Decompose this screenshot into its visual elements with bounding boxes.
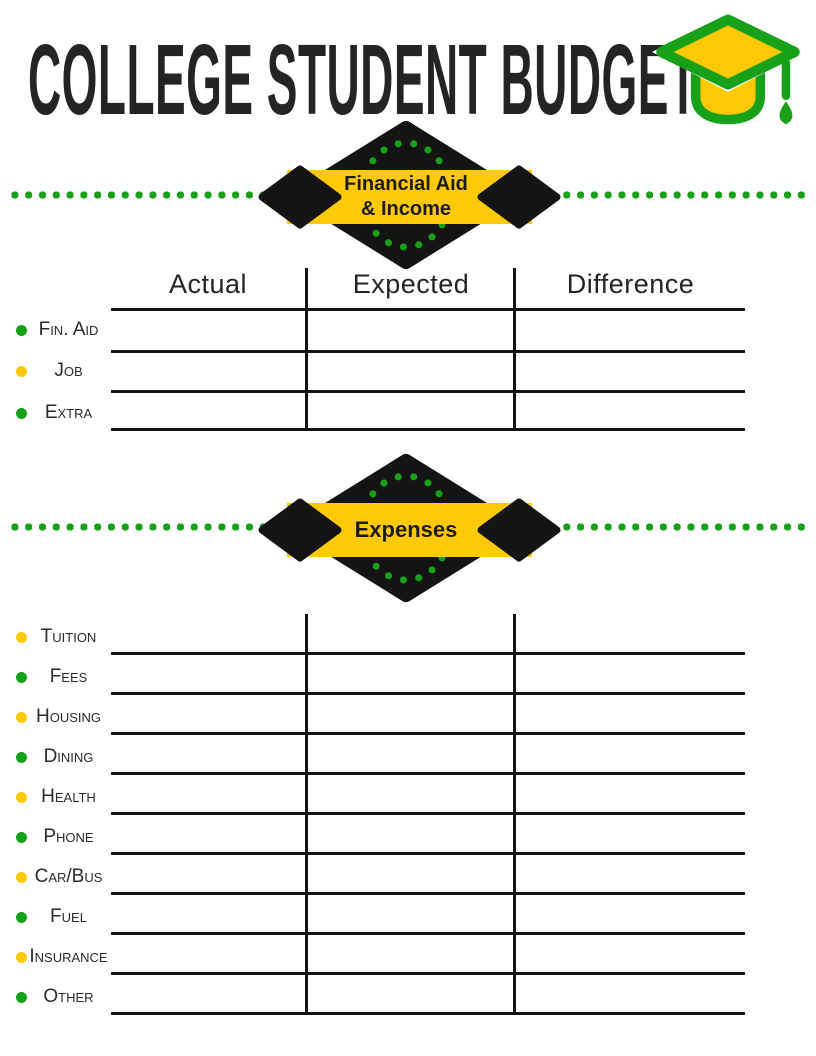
ribbon-tail-right <box>477 498 561 562</box>
bullet-icon <box>16 631 27 643</box>
table-rule-horizontal <box>111 972 745 975</box>
row-label-fin-aid: Fin. Aid <box>8 317 110 343</box>
table-rule-vertical <box>305 268 308 431</box>
bullet-icon <box>16 791 27 803</box>
table-rule-horizontal <box>111 652 745 655</box>
column-header-expected: Expected <box>352 269 470 299</box>
table-rule-horizontal <box>111 852 745 855</box>
bullet-icon <box>16 711 27 723</box>
cap-tassel-drop <box>779 101 793 125</box>
column-header-difference: Difference <box>566 269 695 299</box>
bullet-icon <box>16 871 27 883</box>
bullet-icon <box>16 407 27 419</box>
table-rule-horizontal <box>111 390 745 393</box>
row-label-text: Health <box>41 786 96 807</box>
ribbon-tail-right <box>477 165 561 229</box>
table-rule-horizontal <box>111 308 745 311</box>
row-label-fuel: Fuel <box>8 904 110 930</box>
page-title: COLLEGE STUDENT BUDGET <box>28 24 698 136</box>
column-header-actual: Actual <box>168 269 248 299</box>
banner-line1: Expenses <box>354 516 458 542</box>
row-label-dining: Dining <box>8 744 110 770</box>
row-label-text: Dining <box>43 746 94 767</box>
row-label-text: Fin. Aid <box>38 319 99 340</box>
bullet-icon <box>16 911 27 923</box>
table-rule-horizontal <box>111 932 745 935</box>
row-label-tuition: Tuition <box>8 624 110 650</box>
bullet-icon <box>16 671 27 683</box>
expenses-banner-medallion <box>258 454 561 602</box>
row-label-text: Housing <box>35 706 101 727</box>
row-label-other: Other <box>8 984 110 1010</box>
banner-line2: & Income <box>360 198 452 220</box>
row-label-text: Car/Bus <box>34 866 103 887</box>
row-label-text: Fuel <box>50 906 87 927</box>
table-rule-horizontal <box>111 350 745 353</box>
bullet-icon <box>16 365 27 377</box>
bullet-icon <box>16 831 27 843</box>
row-label-phone: Phone <box>8 824 110 850</box>
table-rule-horizontal <box>111 892 745 895</box>
expenses-banner-title: Expenses <box>286 500 526 558</box>
bullet-icon <box>16 991 27 1003</box>
row-label-text: Fees <box>49 666 88 687</box>
ribbon-tail-left <box>258 165 342 229</box>
bullet-icon <box>16 324 27 336</box>
row-label-insurance: Insurance <box>8 944 110 970</box>
row-label-text: Tuition <box>40 626 97 647</box>
table-rule-horizontal <box>111 428 745 431</box>
table-rule-horizontal <box>111 692 745 695</box>
table-rule-horizontal <box>111 1012 745 1015</box>
table-rule-horizontal <box>111 812 745 815</box>
income-banner-medallion <box>258 121 561 269</box>
row-label-text: Job <box>54 360 83 381</box>
row-label-car-bus: Car/Bus <box>8 864 110 890</box>
row-label-text: Other <box>43 986 94 1007</box>
ribbon-tail-left <box>258 498 342 562</box>
table-rule-horizontal <box>111 772 745 775</box>
row-label-housing: Housing <box>8 704 110 730</box>
bullet-icon <box>16 951 27 963</box>
graduation-cap-icon <box>652 14 804 125</box>
row-label-text: Insurance <box>29 946 108 967</box>
table-rule-horizontal <box>111 732 745 735</box>
income-banner-title: Financial Aid & Income <box>286 168 526 226</box>
cap-board <box>656 14 800 90</box>
row-label-fees: Fees <box>8 664 110 690</box>
table-rule-vertical <box>513 268 516 431</box>
row-label-job: Job <box>8 358 110 384</box>
row-label-text: Extra <box>44 402 93 423</box>
row-label-health: Health <box>8 784 110 810</box>
banner-line1: Financial Aid <box>344 173 468 195</box>
row-label-extra: Extra <box>8 400 110 426</box>
row-label-text: Phone <box>43 826 94 847</box>
bullet-icon <box>16 751 27 763</box>
